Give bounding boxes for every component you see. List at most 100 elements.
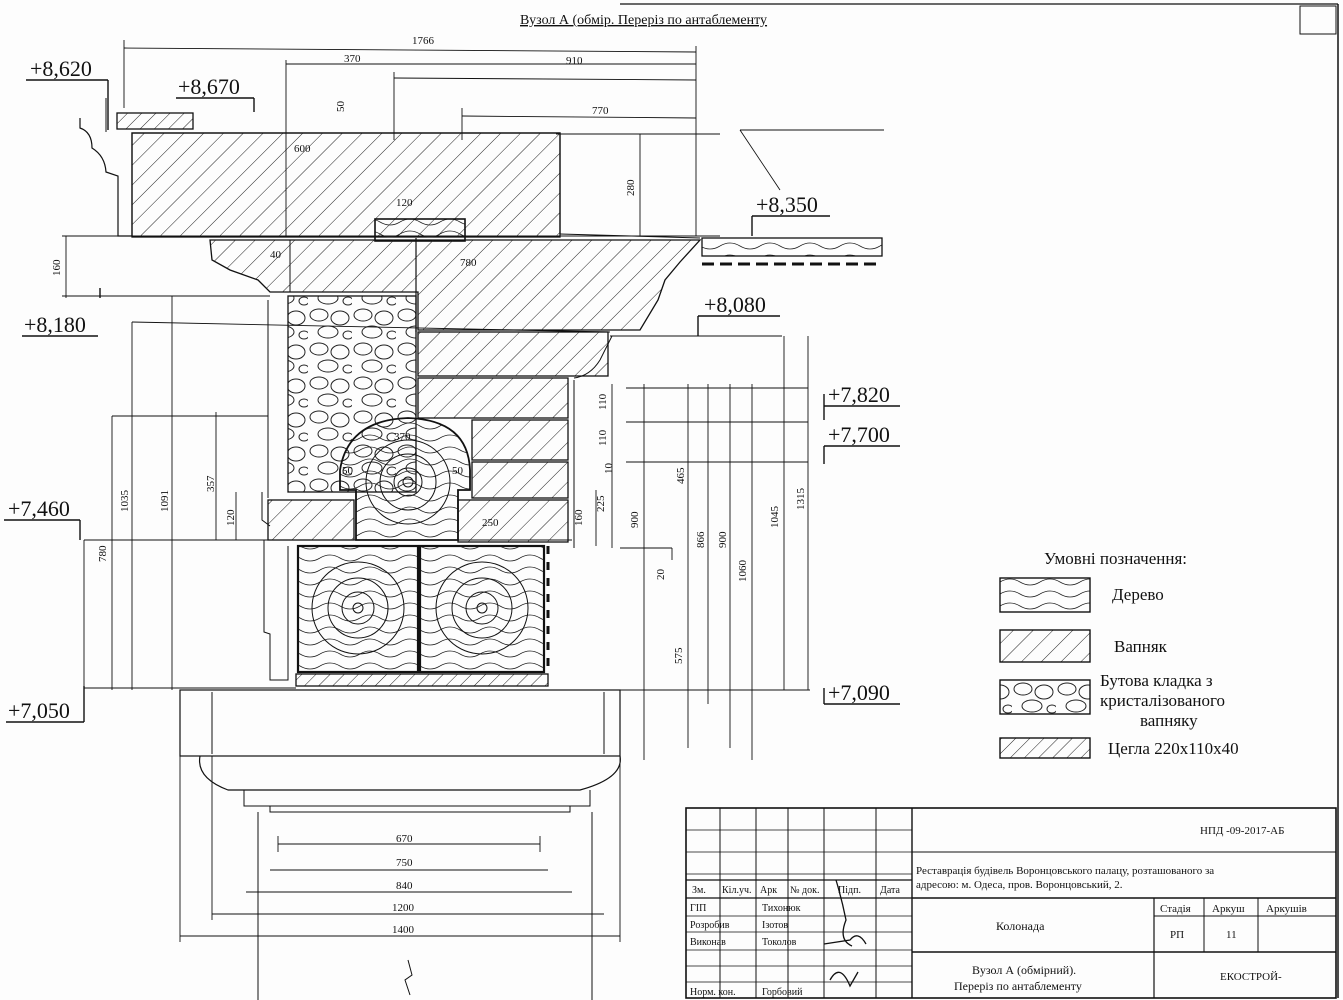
dim-50: 50: [335, 101, 347, 113]
dim-370: 370: [344, 53, 361, 65]
level-8080: +8,080: [704, 292, 766, 317]
dim-50-right: 50: [452, 465, 464, 477]
dim-370-arch: 370: [394, 431, 411, 443]
dim-110-b: 110: [597, 429, 609, 446]
tb-header-doc: № док.: [790, 885, 820, 896]
level-arrows: [4, 79, 900, 723]
dim-50-left: 50: [342, 465, 354, 477]
tb-sheet-no: 11: [1226, 929, 1237, 941]
dim-1400: 1400: [392, 924, 415, 936]
legend-swatch-limestone: [999, 629, 1091, 663]
dimension-lines: [62, 40, 884, 942]
legend-title: Умовні позначення:: [1044, 549, 1187, 568]
legend-limestone: Вапняк: [1114, 637, 1168, 656]
dim-120: 120: [396, 197, 413, 209]
dim-1766: 1766: [412, 35, 435, 47]
tb-header-zm: Зм.: [692, 885, 706, 896]
dim-10: 10: [603, 463, 615, 475]
dim-280: 280: [625, 179, 637, 196]
tb-sheets-label: Аркушів: [1266, 903, 1307, 915]
legend-swatch-rubble: [999, 679, 1091, 715]
dim-900-a: 900: [629, 511, 641, 528]
tb-role-executor: Виконав: [690, 937, 726, 948]
dimension-labels-top: 1766 370 910 50 770 600 280 120 40 780 1…: [51, 35, 637, 276]
tb-header-date: Дата: [880, 885, 900, 896]
level-8180: +8,180: [24, 312, 86, 337]
legend-wood: Дерево: [1112, 585, 1164, 604]
tb-role-gip: ГІП: [690, 903, 706, 914]
dim-600: 600: [294, 143, 311, 155]
dim-40: 40: [270, 249, 282, 261]
tb-sheet-label: Аркуш: [1212, 903, 1245, 915]
legend-rubble-3: вапняку: [1140, 711, 1198, 730]
dim-20: 20: [655, 569, 667, 581]
legend: Умовні позначення: Дерево Вапняк Бутова …: [999, 549, 1239, 759]
dim-780: 780: [460, 257, 477, 269]
tb-project-line-2: адресою: м. Одеса, пров. Воронцовський, …: [916, 879, 1123, 891]
tb-code: НПД -09-2017-АБ: [1200, 825, 1284, 837]
sheet-title: Вузол А (обмір. Переріз по антаблементу: [520, 13, 767, 28]
dimension-labels-middle: 370 50 50 250 110 110 10 225 160 465 900…: [97, 393, 807, 664]
dim-120-left: 120: [225, 509, 237, 526]
dim-1200: 1200: [392, 902, 415, 914]
level-8620: +8,620: [30, 56, 92, 81]
dim-1091: 1091: [159, 490, 171, 512]
dim-357: 357: [205, 475, 217, 492]
level-7820: +7,820: [828, 382, 890, 407]
dim-160-mid: 160: [573, 509, 585, 526]
level-7050: +7,050: [8, 698, 70, 723]
dim-900-b: 900: [717, 531, 729, 548]
tb-header-kil: Кіл.уч.: [722, 885, 751, 896]
tb-role-norm: Норм. кон.: [690, 987, 736, 998]
legend-rubble-1: Бутова кладка з: [1100, 671, 1213, 690]
dim-866: 866: [695, 531, 707, 548]
dim-910: 910: [566, 55, 583, 67]
tb-stage-label: Стадія: [1160, 903, 1191, 915]
dim-840: 840: [396, 880, 413, 892]
dim-250: 250: [482, 517, 499, 529]
legend-swatch-brick: [999, 737, 1091, 759]
tb-drawing-title-1: Вузол А (обмірний).: [972, 963, 1076, 977]
level-7090: +7,090: [828, 680, 890, 705]
legend-rubble-2: кристалізованого: [1100, 691, 1225, 710]
legend-brick: Цегла 220x110x40: [1108, 739, 1239, 758]
dim-575: 575: [673, 647, 685, 664]
capital: [179, 689, 621, 1000]
dim-770: 770: [592, 105, 609, 117]
dim-1035: 1035: [119, 490, 131, 513]
legend-swatch-wood: [999, 577, 1091, 613]
sheet-frame: [620, 3, 1339, 998]
tb-header-sign: Підп.: [838, 885, 861, 896]
dim-750: 750: [396, 857, 413, 869]
tb-drawing-title-2: Переріз по антаблементу: [954, 979, 1082, 993]
tb-role-developer: Розробив: [690, 920, 730, 931]
level-8350: +8,350: [756, 192, 818, 217]
dimension-labels-bottom: 670 750 840 1200 1400: [392, 833, 415, 936]
tb-name-gip: Тихонюк: [762, 903, 801, 914]
dim-670: 670: [396, 833, 413, 845]
dim-160: 160: [51, 259, 63, 276]
level-7460: +7,460: [8, 496, 70, 521]
frieze: [209, 238, 702, 332]
dim-110-a: 110: [597, 393, 609, 410]
dim-1315: 1315: [795, 488, 807, 511]
tb-header-ark: Арк: [760, 885, 777, 896]
dim-1060: 1060: [737, 560, 749, 583]
dim-780-left: 780: [97, 545, 109, 562]
tb-company: ЕКОСТРОЙ-: [1220, 971, 1282, 983]
dim-1045: 1045: [769, 506, 781, 529]
tb-stage: РП: [1170, 929, 1184, 941]
level-labels: +8,620 +8,670 +8,350 +8,180 +8,080 +7,82…: [8, 56, 890, 723]
tb-name-norm: Горбовий: [762, 987, 803, 998]
title-block-text: НПД -09-2017-АБ Реставрація будівель Вор…: [690, 825, 1307, 998]
cornice: [79, 98, 883, 266]
tb-object: Колонада: [996, 919, 1045, 933]
title-block: [685, 807, 1337, 999]
level-7700: +7,700: [828, 422, 890, 447]
dim-225: 225: [595, 495, 607, 512]
architrave: [261, 295, 613, 548]
tb-name-executor: Токолов: [762, 937, 797, 948]
tb-name-developer: Ізотов: [762, 920, 788, 931]
